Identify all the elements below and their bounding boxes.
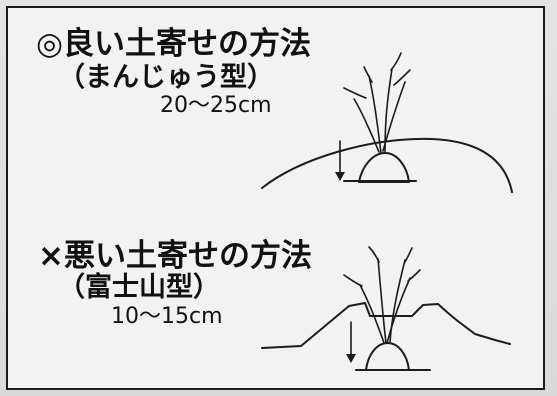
bad-root-dome — [365, 342, 410, 371]
bad-method-title: ×悪い土寄せの方法 — [38, 238, 312, 274]
good-method-subtitle: （まんじゅう型） — [58, 62, 274, 93]
good-method-illustration — [261, 52, 513, 193]
good-method-range: 20～25cm — [160, 93, 272, 118]
good-method-title: ◎良い土寄せの方法 — [36, 26, 311, 62]
bad-branch-2 — [404, 247, 413, 263]
good-root-dome — [358, 152, 410, 183]
good-stem-1 — [368, 75, 382, 154]
good-mound-line — [261, 137, 513, 193]
good-stem-3 — [382, 81, 406, 152]
bad-branch-1 — [368, 246, 380, 263]
good-depth-arrowhead — [335, 172, 345, 181]
bad-stem-3 — [386, 277, 411, 344]
bad-mound-line — [261, 302, 511, 349]
good-stem-4 — [353, 98, 380, 153]
good-branch-2 — [390, 52, 402, 71]
bad-stem-4 — [359, 284, 385, 344]
bad-stem-1 — [377, 258, 387, 344]
good-branch-4 — [343, 87, 367, 99]
bad-method-subtitle: （富士山型） — [58, 271, 220, 303]
good-branch-3 — [393, 69, 411, 86]
bad-branch-3 — [407, 269, 421, 282]
bad-branch-4 — [343, 274, 363, 287]
bad-stem-2 — [389, 259, 406, 343]
bad-depth-arrowhead — [346, 354, 356, 363]
bad-method-illustration — [261, 246, 511, 371]
bad-method-range: 10～15cm — [111, 304, 223, 329]
diagram-panel — [6, 6, 545, 390]
good-branch-1 — [363, 66, 373, 83]
